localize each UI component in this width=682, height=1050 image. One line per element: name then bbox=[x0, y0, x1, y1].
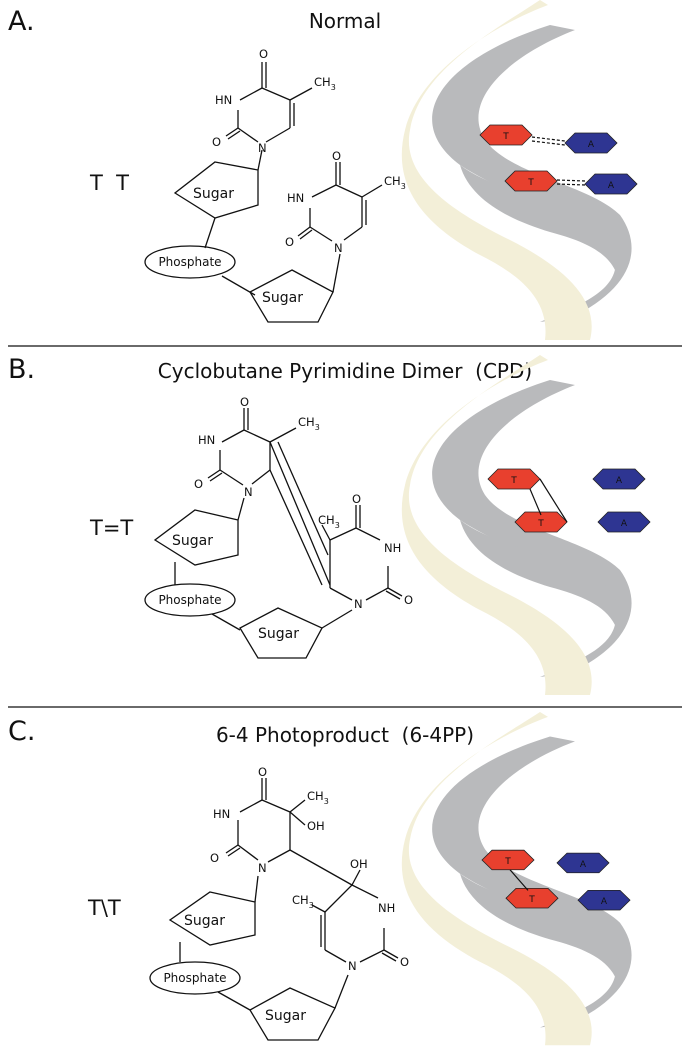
atom-label: O bbox=[258, 765, 267, 779]
atom-label: O bbox=[194, 477, 203, 491]
base-label: A bbox=[601, 897, 608, 907]
panel-letter: A. bbox=[8, 6, 35, 37]
atom-label: O bbox=[400, 955, 409, 969]
base-label: T bbox=[510, 476, 517, 486]
atom-label: NH bbox=[384, 541, 401, 555]
atom-label: O bbox=[332, 149, 341, 163]
thymine-base-1 bbox=[479, 124, 533, 146]
panel-title: Cyclobutane Pyrimidine Dimer (CPD) bbox=[158, 359, 532, 383]
thymine-base-1 bbox=[481, 849, 535, 871]
phosphate-label: Phosphate bbox=[163, 971, 226, 985]
base-label: T bbox=[502, 132, 509, 142]
methyl-label: CH3 bbox=[318, 513, 340, 530]
dna-helix-illustration: T A T A bbox=[401, 355, 651, 695]
atom-label: N bbox=[258, 861, 267, 875]
dna-helix-illustration: T A T A bbox=[401, 0, 638, 340]
methyl-label: CH3 bbox=[298, 415, 320, 432]
phosphate-group: Phosphate bbox=[144, 583, 236, 617]
sugar-ring-2: Sugar bbox=[239, 607, 323, 659]
sugar-ring-1: Sugar bbox=[168, 891, 256, 946]
panel-letter: C. bbox=[8, 716, 35, 747]
adenine-base-1 bbox=[556, 852, 610, 874]
panel-title: Normal bbox=[309, 9, 381, 33]
atom-label: N bbox=[334, 241, 343, 255]
methyl-label: CH3 bbox=[314, 75, 336, 92]
thymine-base-2 bbox=[505, 888, 559, 909]
adenine-base-2 bbox=[584, 173, 638, 195]
atom-label: OH bbox=[350, 857, 368, 871]
adenine-base-1 bbox=[564, 132, 618, 154]
atom-label: O bbox=[259, 47, 268, 61]
panel-a: A. Normal T T O HN O N CH3 Sugar bbox=[8, 0, 638, 340]
sugar-label: Sugar bbox=[258, 626, 299, 642]
atom-label: HN bbox=[215, 93, 232, 107]
base-label: A bbox=[616, 476, 623, 486]
adenine-base-1 bbox=[592, 468, 646, 490]
atom-label: O bbox=[212, 135, 221, 149]
sugar-ring-2: Sugar bbox=[249, 987, 336, 1041]
sugar-label: Sugar bbox=[172, 533, 213, 549]
base-label: T bbox=[528, 895, 535, 905]
photoproduct-structure: O HN O N CH3 OH OH NH O N CH3 bbox=[210, 765, 409, 973]
atom-label: O bbox=[210, 851, 219, 865]
base-label: A bbox=[608, 181, 615, 191]
base-label: T bbox=[537, 519, 544, 529]
sugar-label: Sugar bbox=[265, 1008, 306, 1024]
sugar-label: Sugar bbox=[184, 913, 225, 929]
methyl-label: CH3 bbox=[384, 174, 406, 191]
thymine-base-2 bbox=[504, 170, 558, 192]
thymine-structure-1: O HN O N CH3 bbox=[212, 47, 336, 171]
base-label: A bbox=[621, 519, 628, 529]
phosphate-group: Phosphate bbox=[144, 245, 236, 279]
side-label: T T bbox=[89, 171, 129, 195]
phosphate-label: Phosphate bbox=[158, 593, 221, 607]
panel-title: 6-4 Photoproduct (6-4PP) bbox=[216, 723, 474, 747]
side-label: T\T bbox=[87, 896, 121, 920]
sugar-ring-2: Sugar bbox=[249, 269, 334, 323]
panel-c: C. 6-4 Photoproduct (6-4PP) T\T O HN O N… bbox=[8, 712, 632, 1046]
phosphate-group: Phosphate bbox=[149, 961, 241, 995]
atom-label: OH bbox=[307, 819, 325, 833]
base-label: A bbox=[588, 140, 595, 150]
dna-helix-illustration: T A T A bbox=[401, 712, 632, 1046]
panel-b: B. Cyclobutane Pyrimidine Dimer (CPD) T=… bbox=[8, 354, 651, 695]
sugar-ring-1: Sugar bbox=[173, 161, 259, 219]
side-label: T=T bbox=[89, 516, 133, 540]
adenine-base-2 bbox=[577, 889, 631, 911]
atom-label: O bbox=[240, 395, 249, 409]
panel-letter: B. bbox=[8, 354, 35, 385]
base-label: T bbox=[504, 857, 511, 867]
atom-label: O bbox=[404, 593, 413, 607]
atom-label: N bbox=[354, 597, 363, 611]
cpd-structure: O HN O N CH3 O NH O N CH3 bbox=[194, 395, 413, 611]
methyl-label: CH3 bbox=[307, 789, 329, 806]
atom-label: N bbox=[244, 485, 253, 499]
sugar-ring-1: Sugar bbox=[153, 509, 239, 566]
base-label: T bbox=[527, 178, 534, 188]
sugar-label: Sugar bbox=[193, 186, 234, 202]
atom-label: O bbox=[352, 492, 361, 506]
base-label: A bbox=[580, 860, 587, 870]
atom-label: O bbox=[285, 235, 294, 249]
atom-label: HN bbox=[213, 807, 230, 821]
atom-label: N bbox=[258, 141, 267, 155]
atom-label: N bbox=[348, 959, 357, 973]
atom-label: HN bbox=[198, 433, 215, 447]
atom-label: HN bbox=[287, 191, 304, 205]
phosphate-label: Phosphate bbox=[158, 255, 221, 269]
adenine-base-2 bbox=[597, 511, 651, 533]
thymine-structure-2: O HN O N CH3 bbox=[285, 149, 406, 255]
sugar-label: Sugar bbox=[262, 290, 303, 306]
atom-label: NH bbox=[378, 901, 395, 915]
methyl-label: CH3 bbox=[292, 893, 314, 910]
